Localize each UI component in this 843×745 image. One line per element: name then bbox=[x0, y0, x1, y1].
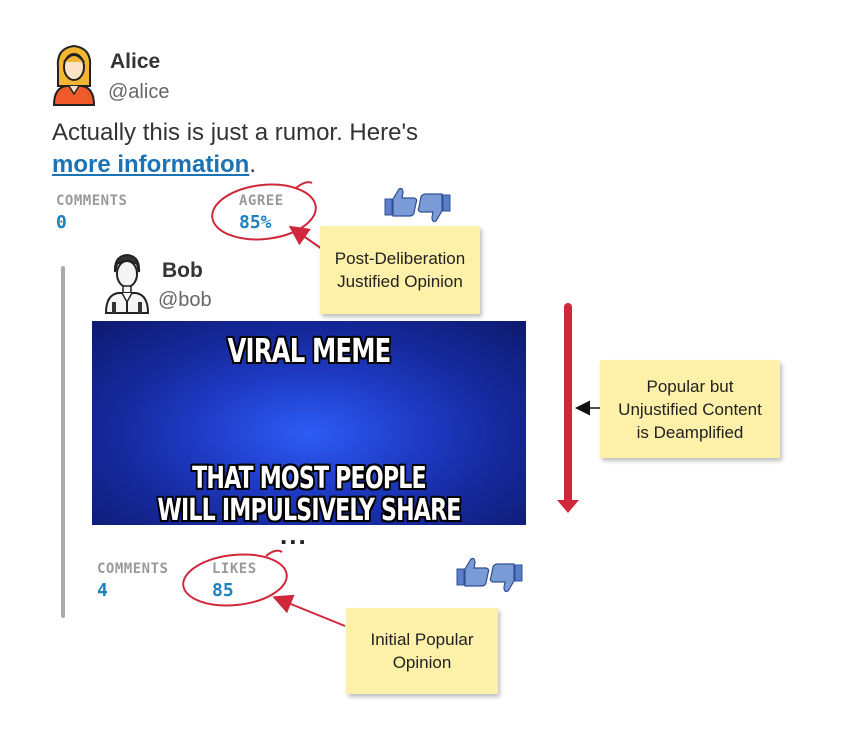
alice-post-suffix: . bbox=[249, 151, 257, 178]
note-deamplified-line3: is Deamplified bbox=[636, 422, 744, 442]
note-post-deliberation-line1: Post-Deliberation bbox=[334, 249, 466, 268]
bob-handle[interactable]: @bob bbox=[158, 289, 212, 311]
alice-comments-label: COMMENTS bbox=[56, 193, 128, 209]
note-initial-popular-line1: Initial Popular bbox=[370, 630, 474, 649]
bob-comments-count[interactable]: 4 bbox=[97, 580, 108, 601]
likes-highlight-circle bbox=[182, 553, 288, 607]
more-ellipsis[interactable]: ... bbox=[280, 520, 308, 550]
alice-agree-value: 85% bbox=[239, 212, 272, 233]
thumbs-up-down-icon bbox=[384, 187, 451, 223]
alice-avatar-icon bbox=[52, 40, 96, 106]
note-initial-popular: Initial Popular Opinion bbox=[346, 608, 498, 694]
bob-avatar-icon bbox=[104, 250, 150, 314]
note-deamplified-line2: Unjustified Content bbox=[618, 399, 762, 419]
bob-name[interactable]: Bob bbox=[162, 259, 203, 282]
note-deamplified: Popular but Unjustified Content is Deamp… bbox=[600, 360, 780, 458]
bob-likes-label: LIKES bbox=[212, 561, 257, 577]
likes-annotation-arrow bbox=[272, 594, 346, 627]
agree-annotation-arrow bbox=[288, 225, 323, 250]
bob-vote-icons[interactable] bbox=[455, 555, 525, 595]
note-deamplified-line1: Popular but bbox=[646, 376, 734, 396]
alice-post-body: Actually this is just a rumor. Here's bbox=[52, 119, 419, 146]
agree-highlight-circle bbox=[211, 183, 317, 241]
alice-name[interactable]: Alice bbox=[110, 50, 161, 73]
note-post-deliberation: Post-Deliberation Justified Opinion bbox=[320, 226, 480, 314]
thread-line bbox=[61, 266, 65, 618]
likes-highlight-tail bbox=[265, 549, 283, 557]
bob-comments-label: COMMENTS bbox=[97, 561, 169, 577]
meme-bottom-text-1: THAT MOST PEOPLE bbox=[192, 461, 427, 496]
alice-handle[interactable]: @alice bbox=[108, 81, 170, 103]
deamplify-arrow-icon bbox=[557, 303, 579, 513]
note-initial-popular-line2: Opinion bbox=[392, 653, 452, 672]
note-post-deliberation-line2: Justified Opinion bbox=[337, 272, 463, 291]
thumbs-down-icon bbox=[417, 193, 451, 223]
bob-likes-value: 85 bbox=[212, 580, 234, 601]
alice-vote-icons[interactable] bbox=[383, 185, 453, 225]
viral-meme-image[interactable]: VIRAL MEME THAT MOST PEOPLE WILL IMPULSI… bbox=[92, 321, 526, 525]
alice-comments-count[interactable]: 0 bbox=[56, 212, 67, 233]
thumbs-up-icon bbox=[456, 557, 490, 587]
thumbs-up-icon bbox=[384, 187, 418, 217]
alice-agree-label: AGREE bbox=[239, 193, 284, 209]
thumbs-up-down-icon bbox=[456, 557, 523, 593]
agree-highlight-tail bbox=[295, 181, 313, 189]
more-information-link[interactable]: more information bbox=[52, 151, 250, 178]
meme-top-text: VIRAL MEME bbox=[227, 331, 391, 370]
thumbs-down-icon bbox=[489, 563, 523, 593]
meme-bottom-text-2: WILL IMPULSIVELY SHARE bbox=[157, 493, 461, 525]
alice-post-text: Actually this is just a rumor. Here's mo… bbox=[52, 117, 552, 181]
